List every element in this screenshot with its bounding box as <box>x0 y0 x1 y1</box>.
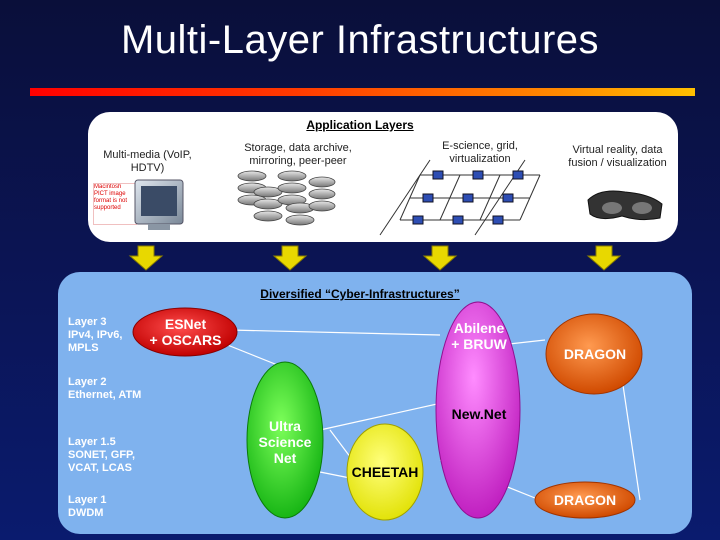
grid-network-icon <box>379 159 541 236</box>
layer1-name: Layer 1 <box>68 494 107 506</box>
ultra-science-net-blob <box>246 361 324 519</box>
layer1-desc: DWDM <box>68 507 104 519</box>
cyber-infrastructures-title: Diversified “Cyber-Infrastructures” <box>260 287 460 301</box>
dragon-top-label: DRAGON <box>563 346 627 362</box>
app-item-vr-label: Virtual reality, data fusion / visualiza… <box>568 144 667 169</box>
application-layers-panel <box>88 112 678 242</box>
layer2-desc: Ethernet, ATM <box>68 389 142 401</box>
newnet-label: New.Net <box>451 406 507 422</box>
app-item-storage-label: Storage, data archive, mirroring, peer-p… <box>244 142 352 167</box>
abilene-newnet-blob <box>435 301 521 519</box>
layer2-name: Layer 2 <box>68 376 107 388</box>
slide-title: Multi-Layer Infrastructures <box>120 18 600 62</box>
application-layers-title: Application Layers <box>306 118 414 132</box>
abilene-label: Abilene + BRUW <box>451 320 507 352</box>
cheetah-blob <box>346 423 424 521</box>
app-item-escience-label: E-science, grid, virtualization <box>442 140 518 165</box>
monitor-icon <box>134 179 184 230</box>
ultra-science-net-label: Ultra Science Net <box>258 418 312 466</box>
dragon-bottom-blob <box>534 481 636 519</box>
app-item-multimedia-label: Multi-media (VoIP, HDTV) <box>103 149 192 174</box>
layer1-5-name: Layer 1.5 <box>68 436 116 448</box>
vr-goggles-icon <box>587 190 663 221</box>
down-arrow-1 <box>128 245 164 271</box>
dragon-top-blob <box>545 313 643 395</box>
storage-disks-icon <box>237 170 336 226</box>
esnet-blob <box>132 307 238 357</box>
layer3-name: Layer 3 <box>68 316 107 328</box>
layer3-desc: IPv4, IPv6, MPLS <box>68 329 123 354</box>
title-underline-bar <box>30 88 695 96</box>
dragon-bottom-label: DRAGON <box>553 492 617 508</box>
cheetah-label: CHEETAH <box>351 464 419 480</box>
arrows-group <box>128 245 622 271</box>
down-arrow-2 <box>272 245 308 271</box>
layer1-5-desc: SONET, GFP, VCAT, LCAS <box>68 449 136 474</box>
pict-placeholder-image: Macintosh PICT image format is not suppo… <box>93 183 137 225</box>
down-arrow-3 <box>422 245 458 271</box>
down-arrow-4 <box>586 245 622 271</box>
esnet-label: ESNet + OSCARS <box>149 316 222 348</box>
